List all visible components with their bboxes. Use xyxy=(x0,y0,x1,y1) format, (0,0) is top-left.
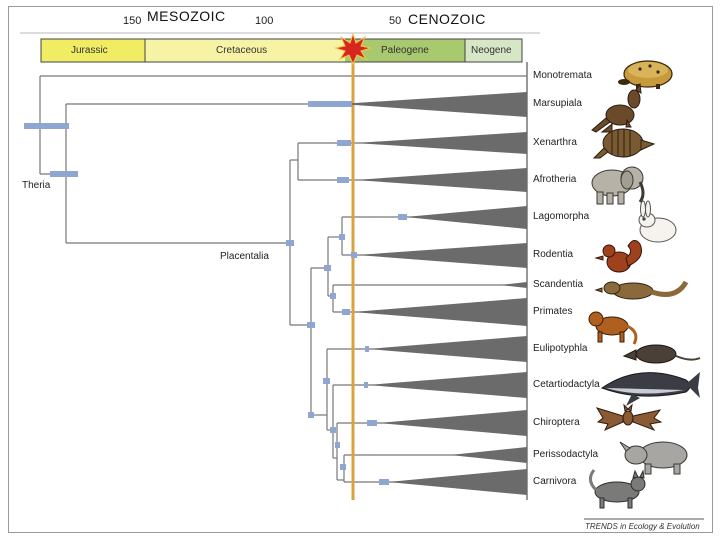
clade-label-xenarthra: Xenarthra xyxy=(533,137,577,148)
whale-icon xyxy=(600,372,700,406)
node-bar xyxy=(308,412,314,418)
clade-label-rodentia: Rodentia xyxy=(533,249,574,260)
node-bar xyxy=(324,265,331,271)
clade-label-carnivora: Carnivora xyxy=(533,476,577,487)
star-burst-icon xyxy=(334,32,372,66)
period-neogene-band xyxy=(465,39,522,62)
node-bar xyxy=(364,382,368,388)
cat-icon xyxy=(589,469,646,509)
wedge-lagomorpha xyxy=(405,206,527,229)
period-paleogene: Paleogene xyxy=(381,45,429,56)
node-label-theria: Theria xyxy=(22,180,51,191)
node-bar xyxy=(24,123,69,129)
elephant-icon xyxy=(591,166,645,205)
clade-label-eulipotyphla: Eulipotyphla xyxy=(533,343,588,354)
wedge-chiroptera xyxy=(378,410,527,436)
figure-credit: TRENDS in Ecology & Evolution xyxy=(585,522,700,531)
node-bar xyxy=(367,420,377,426)
node-bar xyxy=(308,101,352,107)
clade-label-afrotheria: Afrotheria xyxy=(533,174,577,185)
clade-label-monotremata: Monotremata xyxy=(533,70,592,81)
shrew-icon xyxy=(622,344,701,364)
node-bar xyxy=(286,240,294,246)
node-bar xyxy=(330,293,336,299)
node-bar xyxy=(337,177,349,183)
node-bar xyxy=(307,322,315,328)
node-bar xyxy=(330,427,336,433)
wedge-perissodactyla xyxy=(450,447,527,463)
node-bar xyxy=(342,309,350,315)
platypus-icon xyxy=(618,60,673,89)
node-bars xyxy=(24,101,407,485)
rabbit-icon xyxy=(638,200,677,243)
node-bar xyxy=(379,479,389,485)
clade-label-primates: Primates xyxy=(533,306,573,317)
period-cretaceous-band xyxy=(145,39,345,62)
wedge-rodentia xyxy=(357,243,527,268)
clade-label-cetartiodactyla: Cetartiodactyla xyxy=(533,379,600,390)
node-bar xyxy=(365,346,369,352)
node-bar xyxy=(337,140,351,146)
monkey-icon xyxy=(588,311,638,345)
figure-border xyxy=(8,6,713,533)
node-bar xyxy=(340,464,346,470)
tick-50: 50 xyxy=(389,15,402,27)
node-bar xyxy=(351,252,357,258)
period-jurassic: Jurassic xyxy=(71,45,108,56)
node-bar xyxy=(335,442,340,448)
wedge-afrotheria xyxy=(355,168,527,192)
period-paleogene-band xyxy=(345,39,465,62)
node-label-placentalia: Placentalia xyxy=(220,251,269,262)
clade-label-lagomorpha: Lagomorpha xyxy=(533,211,590,222)
kangaroo-icon xyxy=(591,82,642,133)
era-cenozoic: CENOZOIC xyxy=(408,11,486,27)
treeshrew-icon xyxy=(594,280,689,300)
clade-label-chiroptera: Chiroptera xyxy=(533,417,580,428)
wedge-marsupiala xyxy=(340,92,527,117)
node-bar xyxy=(398,214,407,220)
rhinoceros-icon xyxy=(619,441,688,475)
tick-150: 150 xyxy=(123,15,142,27)
node-bar xyxy=(50,171,78,177)
period-jurassic-band xyxy=(41,39,145,62)
wedge-xenarthra xyxy=(355,132,527,154)
period-cretaceous: Cretaceous xyxy=(216,45,268,56)
wedge-carnivora xyxy=(388,469,527,495)
clade-label-scandentia: Scandentia xyxy=(533,279,584,290)
bat-icon xyxy=(595,403,663,432)
wedges xyxy=(340,92,527,495)
wedge-primates xyxy=(353,298,527,326)
node-bar xyxy=(339,234,345,240)
wedge-scandentia xyxy=(500,282,527,288)
armadillo-icon xyxy=(592,128,656,159)
clade-label-perissodactyla: Perissodactyla xyxy=(533,449,599,460)
node-bar xyxy=(323,378,330,384)
squirrel-icon xyxy=(594,240,642,273)
wedge-cetartiodactyla xyxy=(368,372,527,398)
wedge-eulipotyphla xyxy=(368,336,527,362)
tick-100: 100 xyxy=(255,15,274,27)
era-mesozoic: MESOZOIC xyxy=(147,8,226,24)
clade-label-marsupiala: Marsupiala xyxy=(533,98,582,109)
period-neogene: Neogene xyxy=(471,45,512,56)
